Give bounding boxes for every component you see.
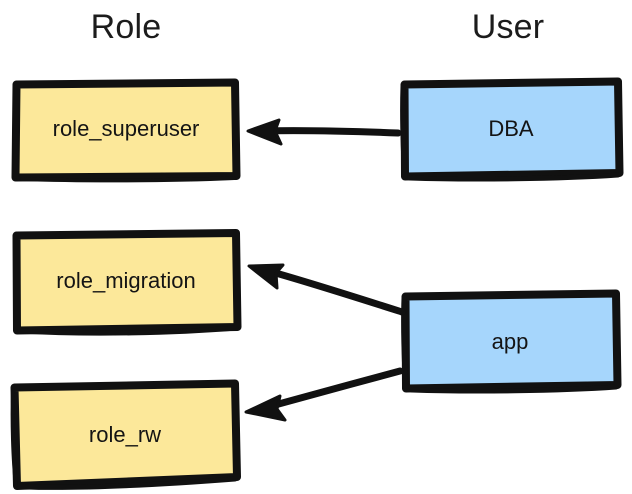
edge-app-to-role-rw bbox=[244, 367, 404, 422]
node-role-migration-sketch-bottom bbox=[17, 325, 239, 336]
node-dba-shape bbox=[400, 77, 624, 181]
node-dba[interactable] bbox=[400, 77, 624, 182]
column-header-user: User bbox=[471, 8, 545, 46]
edge-app-to-role-rw-line bbox=[260, 367, 404, 412]
node-app-sketch-left bbox=[401, 295, 409, 391]
node-role-rw[interactable] bbox=[10, 379, 241, 490]
edge-app-to-role-migration-line bbox=[261, 266, 406, 316]
edge-app-to-role-migration-arrowhead bbox=[247, 263, 285, 290]
node-role-superuser-sketch-edge bbox=[13, 83, 20, 179]
node-app-sketch-bottom bbox=[409, 384, 619, 394]
node-dba-sketch-left bbox=[400, 83, 408, 179]
edge-app-to-role-rw-arrowhead bbox=[244, 394, 287, 422]
node-role-superuser[interactable] bbox=[11, 78, 241, 183]
node-role-rw-sketch-left bbox=[10, 388, 18, 487]
node-role-rw-sketch-bottom bbox=[21, 476, 238, 490]
node-role-rw-shape bbox=[10, 379, 241, 490]
node-role-migration[interactable] bbox=[12, 229, 242, 336]
node-dba-sketch-bottom bbox=[407, 172, 621, 182]
edge-dba-to-role-superuser-arrowhead bbox=[246, 118, 283, 146]
node-role-migration-shape bbox=[12, 229, 242, 335]
edge-dba-to-role-superuser-line bbox=[253, 127, 402, 137]
edge-dba-to-role-superuser bbox=[246, 118, 402, 146]
edge-app-to-role-migration bbox=[247, 263, 406, 316]
node-app[interactable] bbox=[401, 289, 622, 394]
column-header-role: Role bbox=[90, 8, 162, 46]
node-role-superuser-sketch-bottom bbox=[20, 176, 236, 183]
node-role-migration-sketch-tick bbox=[148, 329, 187, 334]
node-role-superuser-shape bbox=[11, 78, 241, 182]
node-app-shape bbox=[401, 289, 622, 393]
